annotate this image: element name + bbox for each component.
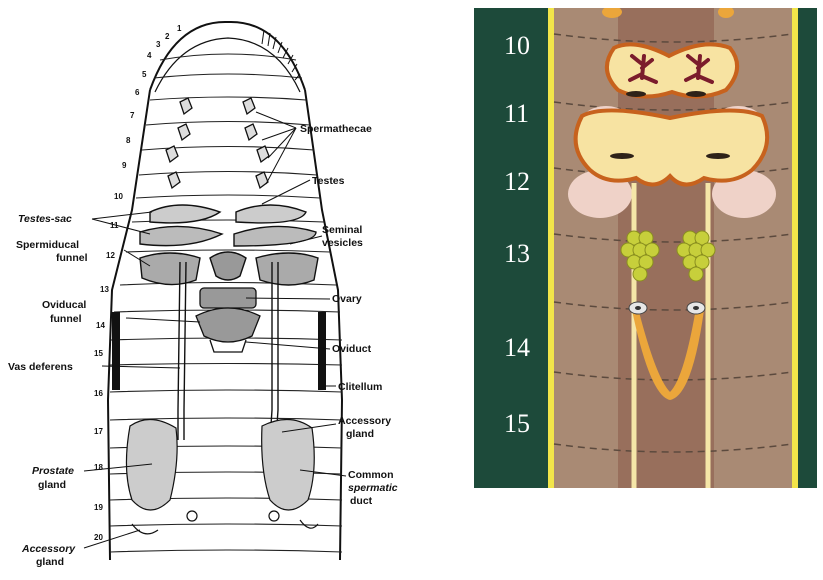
label-accessory-gland-left-2: gland	[36, 556, 64, 568]
segment-number: 5	[142, 70, 147, 79]
segment-number: 11	[504, 99, 529, 128]
earthworm-line-diagram: 1 2 3 4 5 6 7 8 9 10 11 12 13 14 15 16 1…	[0, 0, 460, 580]
label-prostate-gland-2: gland	[38, 479, 66, 491]
segment-number: 15	[504, 409, 530, 438]
label-seminal-vesicles-2: vesicles	[322, 237, 363, 249]
label-spermathecae: Spermathecae	[300, 123, 372, 135]
earthworm-color-diagram: 10 11 12 13 14 15	[474, 8, 817, 488]
segment-number: 16	[94, 389, 103, 398]
segment-number: 2	[165, 32, 170, 41]
label-oviduct: Oviduct	[332, 343, 372, 355]
segment-number: 11	[110, 221, 119, 230]
label-common-spermatic-duct-2: spermatic	[348, 482, 398, 494]
label-clitellum: Clitellum	[338, 381, 382, 393]
diagram-labels: Spermathecae Testes Testes-sac Seminal v…	[8, 123, 398, 568]
segment-number: 14	[96, 321, 105, 330]
label-oviducal-funnel: Oviducal	[42, 299, 86, 311]
segment-number: 14	[504, 333, 530, 362]
testes-sac-region	[140, 205, 318, 285]
segment-number: 9	[122, 161, 127, 170]
label-accessory-gland-right-2: gland	[346, 428, 374, 440]
segment-number: 6	[135, 88, 140, 97]
segment-number: 8	[126, 136, 131, 145]
segment-number: 12	[106, 251, 115, 260]
label-common-spermatic-duct: Common	[348, 469, 394, 481]
label-spermiducal-funnel: Spermiducal	[16, 239, 79, 251]
segment-number: 15	[94, 349, 103, 358]
segment-number: 3	[156, 40, 161, 49]
label-oviducal-funnel-2: funnel	[50, 313, 82, 325]
label-ovary: Ovary	[332, 293, 362, 305]
label-seminal-vesicles: Seminal	[322, 224, 362, 236]
label-prostate-gland: Prostate	[32, 465, 74, 477]
segment-number: 10	[114, 192, 123, 201]
segment-number: 18	[94, 463, 103, 472]
segment-number: 7	[130, 111, 135, 120]
segment-number: 1	[177, 24, 182, 33]
label-testes-sac: Testes-sac	[18, 213, 72, 225]
spermathecae	[166, 98, 269, 188]
label-accessory-gland-right: Accessory	[338, 415, 391, 427]
segment-number: 17	[94, 427, 103, 436]
segment-number: 13	[504, 239, 530, 268]
label-vas-deferens: Vas deferens	[8, 361, 73, 373]
segment-number: 4	[147, 51, 152, 60]
label-accessory-gland-left: Accessory	[21, 543, 76, 555]
segment-number: 20	[94, 533, 103, 542]
prostate-glands	[126, 419, 318, 533]
head-hatching	[262, 30, 300, 80]
segment-number: 12	[504, 167, 530, 196]
segment-number: 10	[504, 31, 530, 60]
label-common-spermatic-duct-3: duct	[350, 495, 373, 507]
label-spermiducal-funnel-2: funnel	[56, 252, 88, 264]
segment-number: 19	[94, 503, 103, 512]
label-testes: Testes	[312, 175, 345, 187]
segment-number: 13	[100, 285, 109, 294]
